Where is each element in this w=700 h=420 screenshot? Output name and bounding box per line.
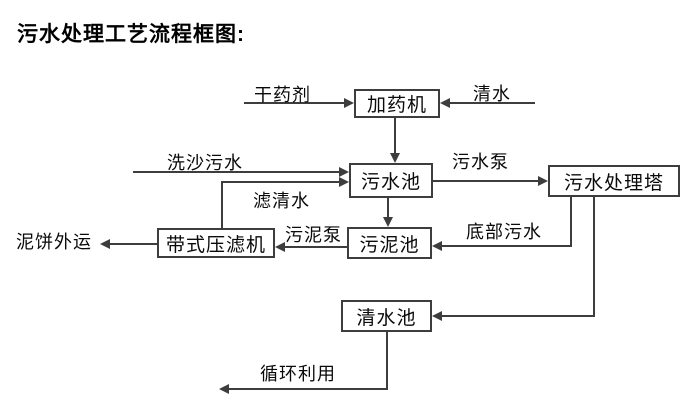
- label-dry-agent: 干药剂: [254, 85, 311, 105]
- connector-recycling: [228, 388, 388, 390]
- connector-mud-cake: [109, 243, 157, 245]
- connector-clear-water: [448, 102, 535, 104]
- connector-dry-agent: [244, 102, 344, 104]
- label-clear-water: 清水: [473, 84, 511, 104]
- node-clear-water-pool: 清水池: [341, 300, 432, 332]
- connector-filtered-water-riser: [221, 181, 223, 228]
- label-sand-washing-sewage: 洗沙污水: [167, 153, 243, 173]
- connector-tower-to-clear-drop: [593, 197, 595, 317]
- connector-sludge-pump: [284, 246, 347, 248]
- label-bottom-sewage: 底部污水: [466, 222, 542, 242]
- label-recycling: 循环利用: [260, 364, 336, 384]
- connector-filtered-water: [221, 181, 340, 183]
- arrowhead-right-icon: [538, 176, 548, 186]
- connector-sewage-pump: [433, 180, 539, 182]
- connector-bottom-sewage-drop: [570, 197, 572, 247]
- connector-sand-washing: [133, 171, 340, 173]
- arrowhead-left-icon: [440, 98, 450, 108]
- arrowhead-left-icon: [100, 239, 110, 249]
- connector-recycling-drop: [386, 332, 388, 390]
- arrowhead-down-icon: [383, 217, 393, 227]
- label-mud-cake-transport: 泥饼外运: [16, 232, 92, 252]
- node-treatment-tower: 污水处理塔: [548, 165, 680, 197]
- label-sewage-pump: 污水泵: [452, 152, 509, 172]
- label-sludge-pump: 污泥泵: [285, 225, 342, 245]
- label-filtered-water: 滤清水: [253, 191, 310, 211]
- node-belt-filter-press: 带式压滤机: [157, 228, 275, 258]
- node-sewage-pool: 污水池: [349, 163, 433, 198]
- node-sludge-pool: 污泥池: [347, 227, 432, 259]
- arrowhead-right-icon: [339, 167, 349, 177]
- connector-dosing-to-sewage: [394, 118, 396, 154]
- arrowhead-left-icon: [432, 241, 442, 251]
- connector-bottom-sewage: [441, 245, 572, 247]
- arrowhead-left-icon: [219, 384, 229, 394]
- page-title: 污水处理工艺流程框图:: [17, 23, 245, 46]
- connector-tower-to-clear: [441, 315, 595, 317]
- arrowhead-left-icon: [275, 242, 285, 252]
- arrowhead-right-icon: [344, 98, 354, 108]
- arrowhead-right-icon: [339, 177, 349, 187]
- node-dosing-machine: 加药机: [354, 89, 440, 118]
- arrowhead-left-icon: [432, 311, 442, 321]
- arrowhead-down-icon: [390, 153, 400, 163]
- connector-sewage-to-sludge: [387, 198, 389, 218]
